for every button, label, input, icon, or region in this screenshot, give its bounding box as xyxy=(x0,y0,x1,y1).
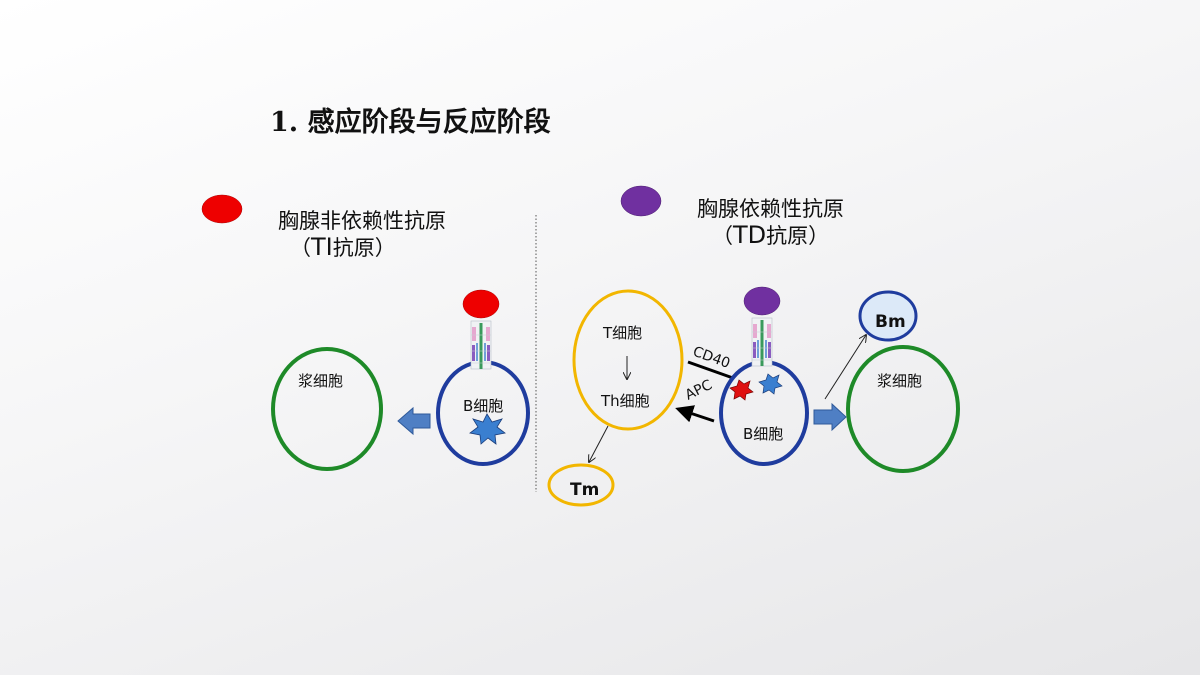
cd40-link xyxy=(687,360,734,380)
td-antigen-abbr: （TD抗原） xyxy=(712,221,830,249)
td-antigen-legend-dot xyxy=(620,185,662,217)
ti-plasma-cell xyxy=(271,347,383,471)
td-antigen-label: 胸腺依赖性抗原 xyxy=(697,197,844,221)
ti-antigen-abbr: （TI抗原） xyxy=(290,233,396,261)
apc-label: APC xyxy=(683,377,715,404)
ti-b-cell-label: B细胞 xyxy=(463,397,503,415)
ti-differentiation-arrow xyxy=(397,406,431,436)
td-plasma-cell xyxy=(846,345,960,473)
t-cell-label: T细胞 xyxy=(602,324,642,342)
th-cell-label: Th细胞 xyxy=(600,392,650,410)
ti-bcr-receptor-icon xyxy=(470,320,492,370)
td-costim-blue-icon xyxy=(758,373,783,395)
td-plasma-cell-label: 浆细胞 xyxy=(877,372,922,390)
t-cell xyxy=(572,289,684,431)
bm-cell-label: Bm xyxy=(875,312,906,332)
tm-cell xyxy=(547,463,615,507)
ti-plasma-cell-label: 浆细胞 xyxy=(298,372,343,390)
b-to-bm-arrow xyxy=(824,335,866,400)
ti-activation-burst-icon xyxy=(469,413,506,445)
td-b-cell xyxy=(719,360,809,466)
cd40-label: CD40 xyxy=(691,344,733,372)
ti-antigen-label: 胸腺非依赖性抗原 xyxy=(278,209,446,233)
td-differentiation-arrow xyxy=(813,402,847,432)
td-antigen-icon xyxy=(743,286,781,316)
ti-antigen-legend-dot xyxy=(201,194,243,224)
th-to-tm-arrow xyxy=(589,425,609,462)
slide-title: 1. 感应阶段与反应阶段 xyxy=(270,107,551,138)
tm-cell-label: Tm xyxy=(570,480,599,500)
td-b-cell-label: B细胞 xyxy=(743,425,783,443)
apc-arrow xyxy=(675,405,715,423)
bm-cell xyxy=(858,290,918,342)
td-bcr-receptor-icon xyxy=(751,317,773,367)
td-costim-red-icon xyxy=(729,379,754,401)
ti-antigen-icon xyxy=(462,289,500,319)
